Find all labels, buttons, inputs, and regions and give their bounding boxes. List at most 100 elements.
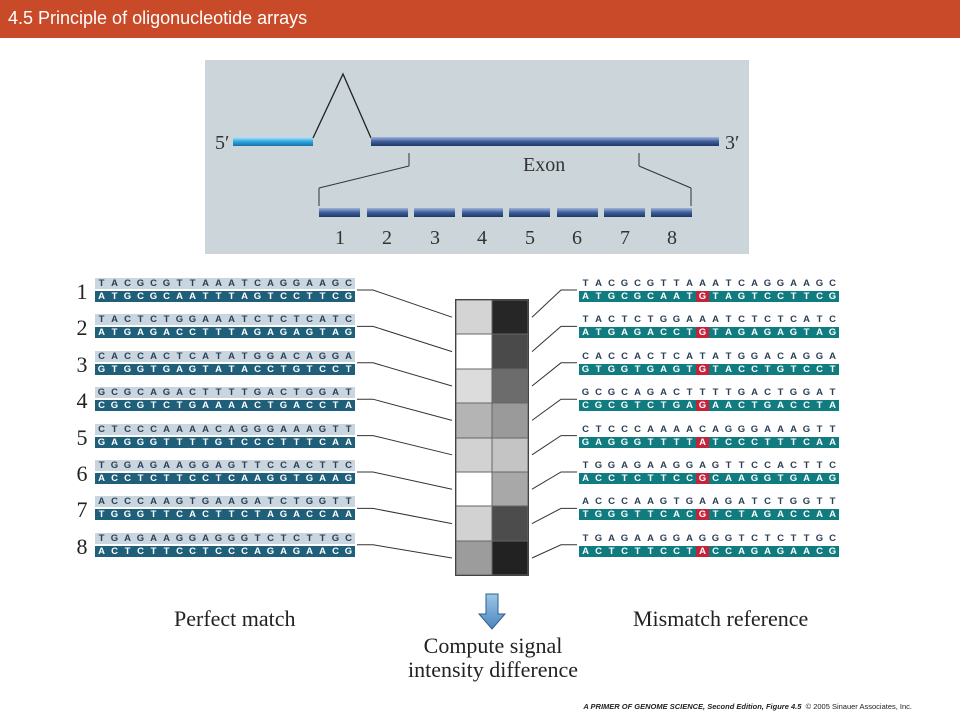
base-cell: A — [199, 400, 212, 412]
base-cell: A — [147, 496, 160, 508]
base-cell: G — [342, 327, 355, 339]
base-cell: C — [264, 532, 277, 544]
base-cell: T — [592, 291, 605, 302]
base-cell: G — [605, 509, 618, 521]
base-cell: A — [95, 327, 108, 339]
base-cell: A — [251, 545, 264, 557]
base-cell: C — [303, 314, 316, 326]
base-cell: C — [95, 423, 108, 435]
base-cell: G — [212, 532, 225, 544]
base-cell: G — [303, 327, 316, 339]
probe-number: 1 — [335, 227, 345, 249]
base-cell: G — [186, 314, 199, 326]
base-cell: C — [800, 400, 813, 412]
base-cell: G — [238, 423, 251, 435]
base-cell: C — [787, 314, 800, 326]
mm-connector-line — [531, 289, 577, 318]
base-cell: C — [199, 473, 212, 484]
base-cell: A — [696, 496, 709, 508]
base-cell: T — [826, 363, 839, 375]
base-cell: C — [735, 436, 748, 448]
base-cell: C — [722, 509, 735, 521]
base-cell: G — [264, 350, 277, 362]
base-cell: T — [225, 509, 238, 521]
base-cell: G — [264, 545, 277, 557]
base-cell: C — [160, 400, 173, 412]
base-cell: A — [800, 314, 813, 326]
base-cell: G — [722, 532, 735, 544]
base-cell: A — [618, 460, 631, 471]
mismatch-base: G — [696, 327, 709, 339]
base-cell: A — [748, 387, 761, 399]
base-cell: T — [264, 291, 277, 302]
base-cell: A — [199, 314, 212, 326]
base-cell: A — [826, 509, 839, 521]
base-cell: C — [605, 278, 618, 289]
base-cell: A — [264, 509, 277, 521]
base-cell: T — [238, 314, 251, 326]
base-cell: T — [264, 496, 277, 508]
base-cell: A — [108, 350, 121, 362]
base-cell: A — [813, 327, 826, 339]
base-cell: A — [238, 363, 251, 375]
mismatch-base: G — [696, 473, 709, 484]
base-cell: A — [631, 496, 644, 508]
base-cell: C — [290, 350, 303, 362]
base-cell: A — [657, 387, 670, 399]
base-cell: A — [329, 509, 342, 521]
base-cell: T — [108, 327, 121, 339]
base-cell: C — [186, 387, 199, 399]
base-cell: T — [212, 291, 225, 302]
base-cell: G — [631, 291, 644, 302]
base-cell: C — [147, 473, 160, 484]
base-cell: C — [264, 460, 277, 471]
base-cell: G — [709, 460, 722, 471]
base-cell: G — [108, 400, 121, 412]
base-cell: A — [657, 460, 670, 471]
base-cell: T — [761, 532, 774, 544]
base-cell: T — [160, 436, 173, 448]
base-cell: G — [316, 387, 329, 399]
base-cell: G — [605, 363, 618, 375]
base-cell: T — [173, 436, 186, 448]
base-cell: A — [579, 473, 592, 484]
base-cell: C — [826, 278, 839, 289]
base-cell: C — [748, 436, 761, 448]
base-cell: T — [670, 436, 683, 448]
base-cell: C — [238, 545, 251, 557]
base-cell: C — [761, 387, 774, 399]
base-cell: G — [670, 532, 683, 544]
base-cell: A — [670, 423, 683, 435]
base-cell: G — [316, 350, 329, 362]
base-cell: G — [342, 545, 355, 557]
base-cell: G — [277, 473, 290, 484]
base-cell: C — [592, 496, 605, 508]
base-cell: T — [579, 314, 592, 326]
base-cell: G — [173, 496, 186, 508]
base-cell: A — [199, 423, 212, 435]
base-cell: G — [618, 509, 631, 521]
base-cell: A — [199, 350, 212, 362]
base-cell: T — [290, 496, 303, 508]
mismatch-base: A — [696, 545, 709, 557]
base-cell: G — [644, 387, 657, 399]
exon-bracket-left-diag — [318, 165, 410, 189]
base-cell: C — [605, 496, 618, 508]
base-cell: A — [225, 400, 238, 412]
base-cell: C — [631, 314, 644, 326]
base-cell: A — [290, 327, 303, 339]
base-cell: C — [657, 545, 670, 557]
base-cell: C — [657, 509, 670, 521]
base-cell: C — [592, 473, 605, 484]
base-cell: T — [186, 436, 199, 448]
base-cell: T — [631, 400, 644, 412]
pm-connector-line — [357, 544, 453, 559]
base-cell: T — [108, 363, 121, 375]
base-cell: G — [631, 327, 644, 339]
